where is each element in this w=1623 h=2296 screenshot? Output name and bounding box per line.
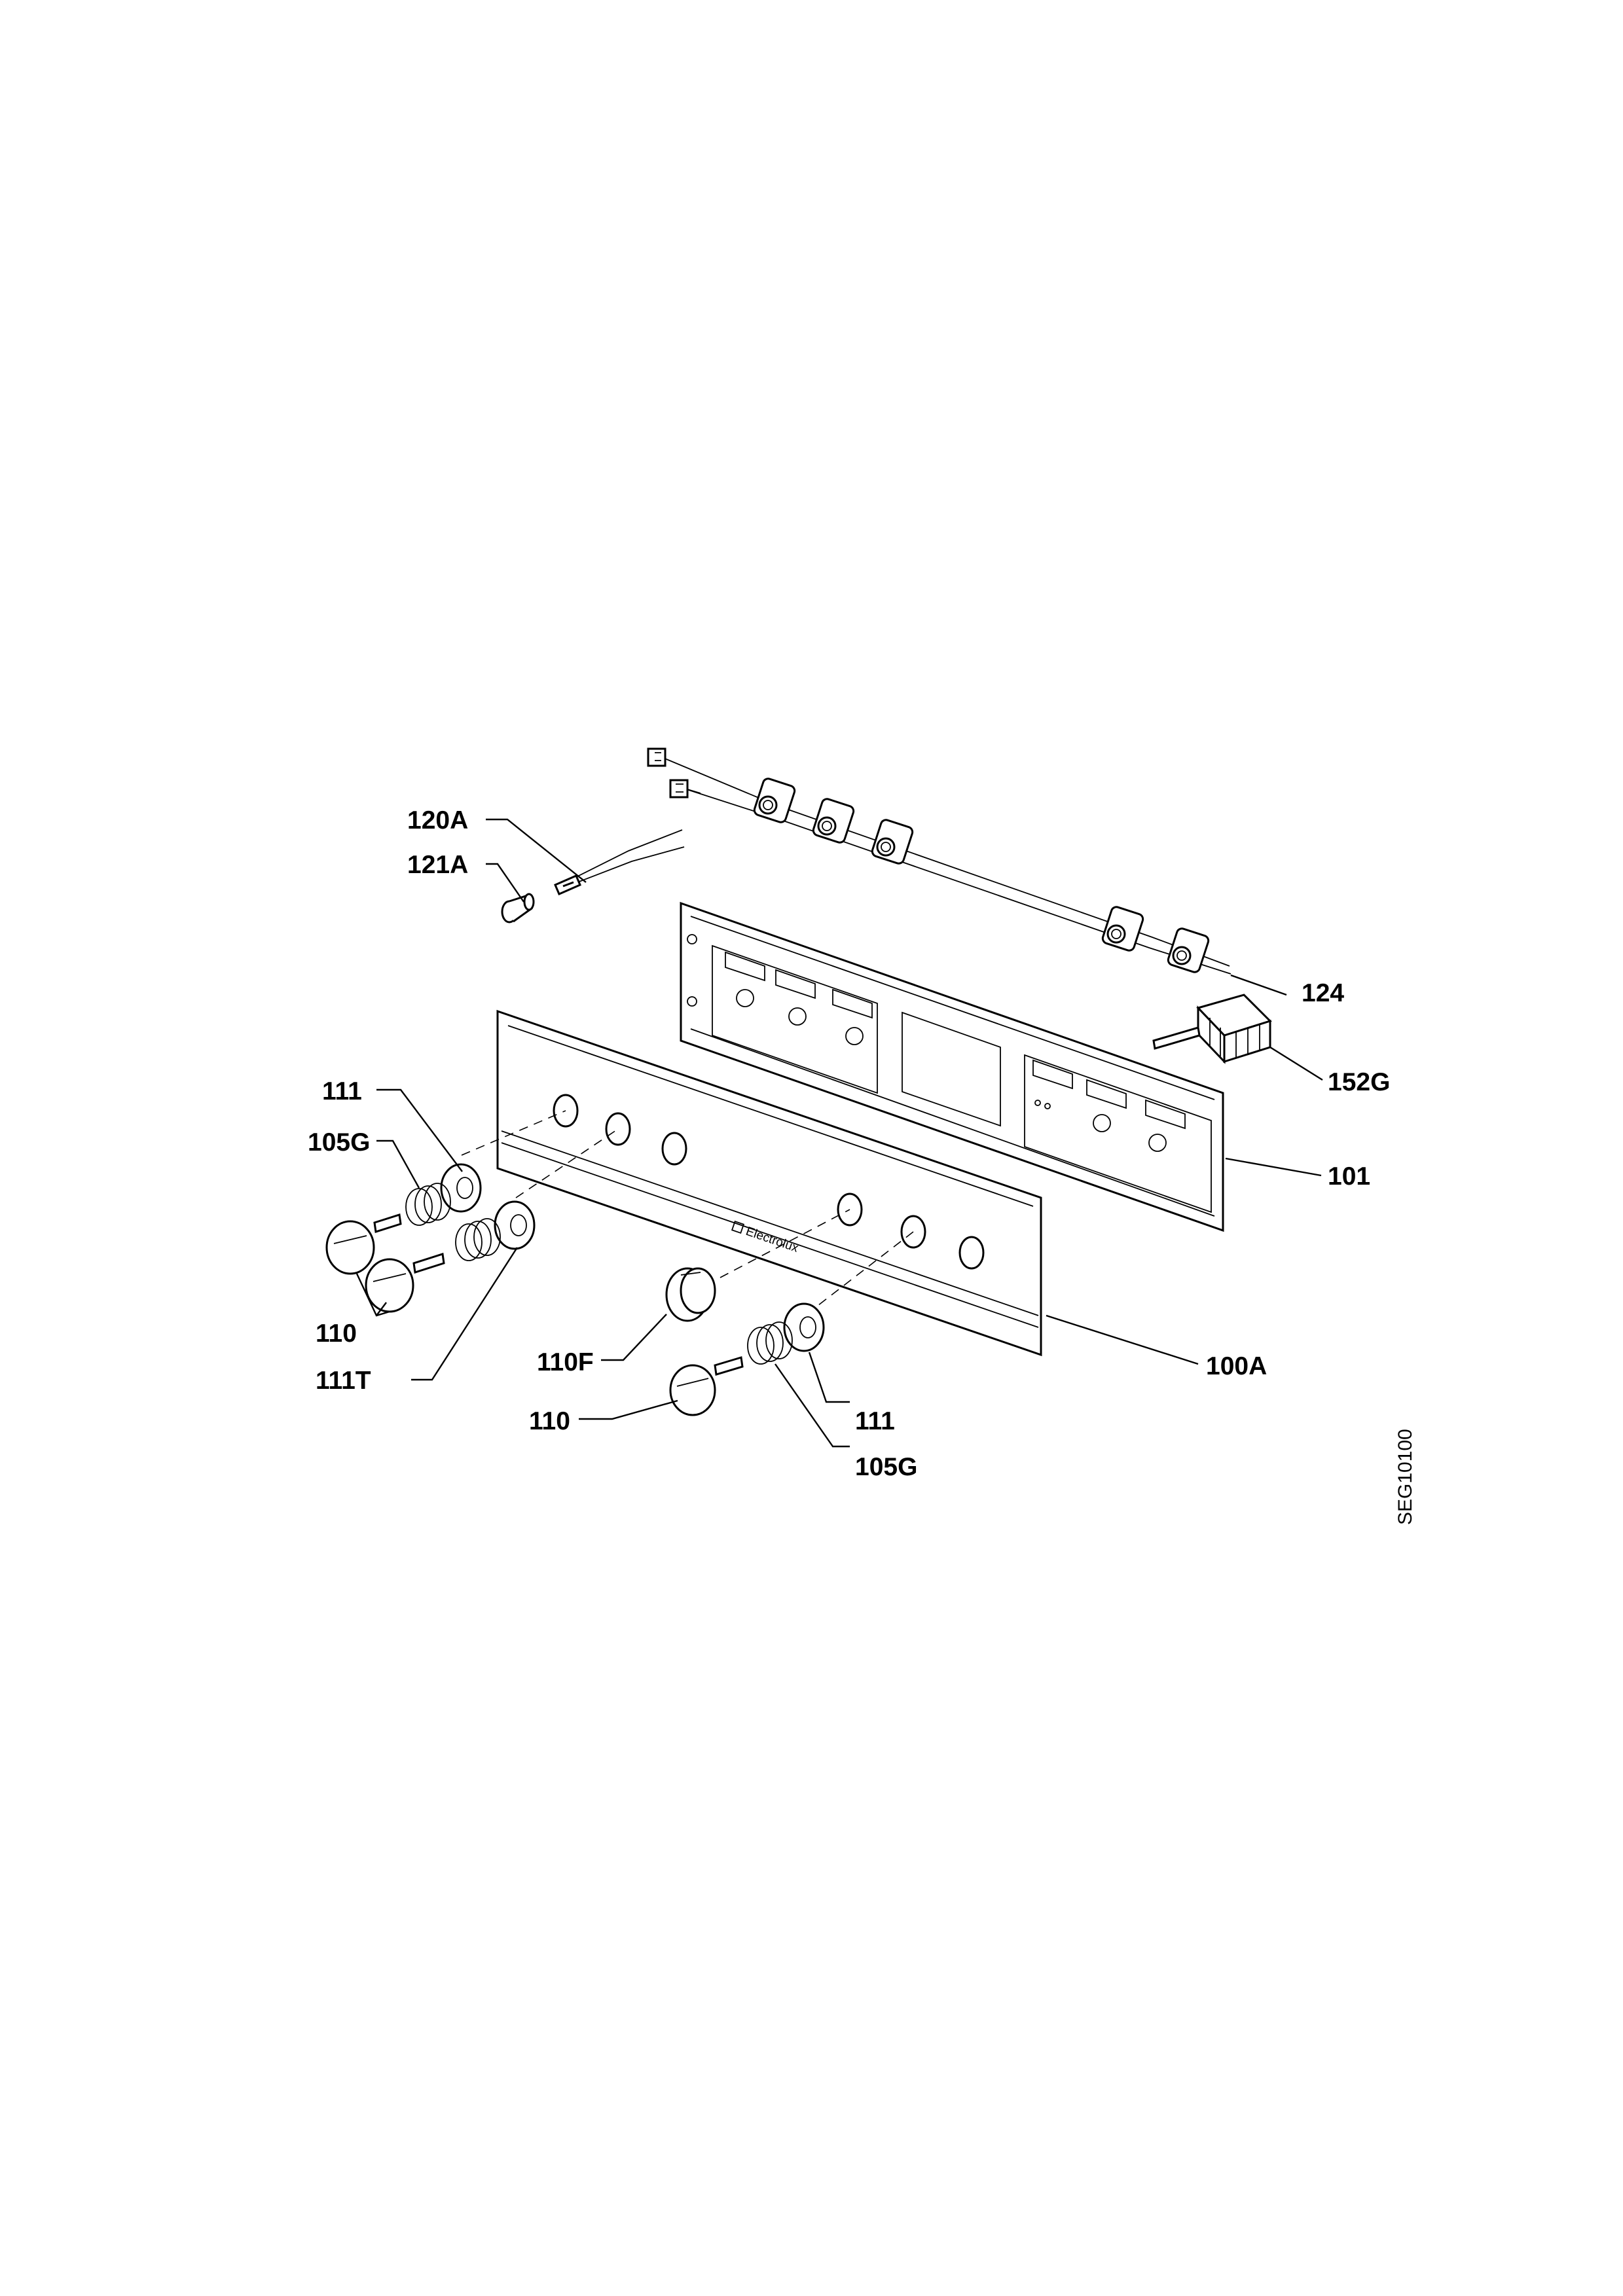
label-111T: 111T <box>316 1367 371 1395</box>
knob-110-bottom <box>669 1356 744 1416</box>
label-105G-bottom: 105G <box>855 1453 917 1481</box>
harness-plug-top <box>647 747 666 767</box>
trim-ring-111-bottom <box>783 1302 825 1352</box>
bottom-knob-assembly <box>665 1267 825 1416</box>
knob-110-left-b <box>365 1253 445 1313</box>
label-124: 124 <box>1302 979 1344 1007</box>
drawing-code: SEG10100 <box>1395 1429 1416 1525</box>
lamp-lens-121A <box>501 893 535 924</box>
label-120A: 120A <box>407 806 468 834</box>
label-105G-left: 105G <box>308 1128 370 1157</box>
spring-105G-left <box>405 1183 451 1226</box>
indicator-lamp-120A <box>554 829 685 895</box>
label-121A: 121A <box>407 851 468 879</box>
harness-lamp-1 <box>753 778 796 823</box>
wiring-harness-124 <box>647 747 1231 975</box>
harness-lamp-4 <box>1101 906 1144 952</box>
front-fascia-panel-100A: Electrolux <box>496 1009 1042 1357</box>
part-labels: 120A 121A 124 152G 101 111 105G 110 111T… <box>308 806 1390 1481</box>
trim-ring-111T <box>494 1200 536 1250</box>
harness-plug-bottom <box>669 779 689 798</box>
leader-lines <box>356 818 1323 1448</box>
label-101: 101 <box>1328 1162 1370 1191</box>
harness-lamp-2 <box>812 798 855 844</box>
label-152G: 152G <box>1328 1068 1390 1096</box>
spring-105G-left-2 <box>455 1218 501 1261</box>
selector-switch-152G <box>1152 994 1272 1064</box>
assembly-guide-lines <box>461 1110 914 1315</box>
left-knob-assembly <box>325 1163 536 1313</box>
knob-110F <box>665 1267 716 1322</box>
knob-110-left-a <box>325 1213 402 1275</box>
rear-control-panel-101 <box>680 901 1224 1232</box>
label-110-bottom: 110 <box>529 1407 570 1435</box>
trim-ring-111-left <box>440 1163 482 1213</box>
label-110-left: 110 <box>316 1319 357 1348</box>
label-111-left: 111 <box>322 1077 362 1105</box>
label-111-bottom: 111 <box>855 1407 895 1435</box>
harness-lamp-3 <box>871 819 914 865</box>
harness-lamp-5 <box>1167 927 1210 973</box>
spring-105G-bottom <box>747 1321 793 1365</box>
label-110F: 110F <box>537 1348 594 1376</box>
label-100A: 100A <box>1206 1352 1267 1380</box>
